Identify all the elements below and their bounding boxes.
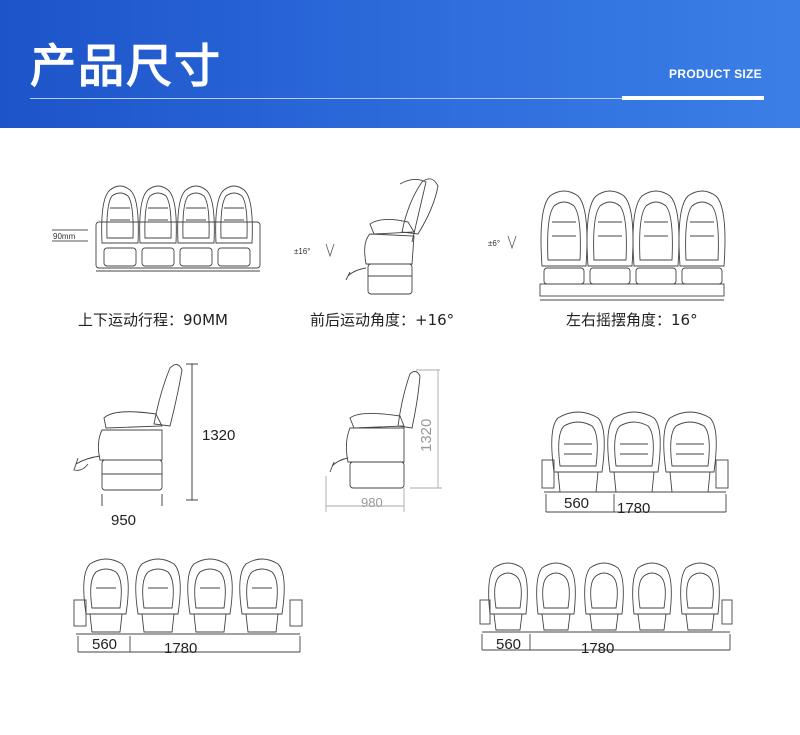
header-accent-bar xyxy=(622,96,764,100)
row3-total-width: 1780 xyxy=(617,500,651,517)
seat-row-front xyxy=(95,185,261,272)
row4-seat-width: 560 xyxy=(92,636,118,653)
side-right-depth: 980 xyxy=(361,495,383,510)
figure-row-5 xyxy=(479,562,733,651)
figure-up-down: 90mm xyxy=(52,185,261,272)
left-right-tag: ±6° xyxy=(488,239,500,248)
row5-total-width: 1780 xyxy=(581,640,615,657)
side-left-height: 1320 xyxy=(202,427,236,444)
figure-left-right: ±6° xyxy=(488,190,726,301)
side-left-depth: 950 xyxy=(111,512,137,529)
page-subtitle: PRODUCT SIZE xyxy=(669,67,762,81)
figure-side-left xyxy=(73,363,198,506)
seat-side-front-back xyxy=(345,178,439,295)
up-down-tag: 90mm xyxy=(53,232,76,241)
front-back-tag: ±16° xyxy=(294,247,311,256)
row4-total-width: 1780 xyxy=(164,640,198,657)
header-banner: 产品尺寸 PRODUCT SIZE xyxy=(0,0,800,128)
figure-row-3 xyxy=(541,411,729,513)
side-right-height: 1320 xyxy=(418,418,435,452)
header-divider xyxy=(30,98,764,99)
row5-seat-width: 560 xyxy=(496,636,522,653)
figure-row-4 xyxy=(73,558,303,653)
page-title: 产品尺寸 xyxy=(30,39,222,93)
caption-front-back: 前后运动角度：+16° xyxy=(310,311,455,329)
seat-row-sway xyxy=(539,190,726,301)
caption-left-right: 左右摇摆角度：16° xyxy=(566,311,698,329)
figure-front-back: ±16° xyxy=(294,178,439,295)
caption-up-down: 上下运动行程：90MM xyxy=(78,311,228,329)
row3-seat-width: 560 xyxy=(564,495,590,512)
figure-side-right xyxy=(325,369,442,512)
